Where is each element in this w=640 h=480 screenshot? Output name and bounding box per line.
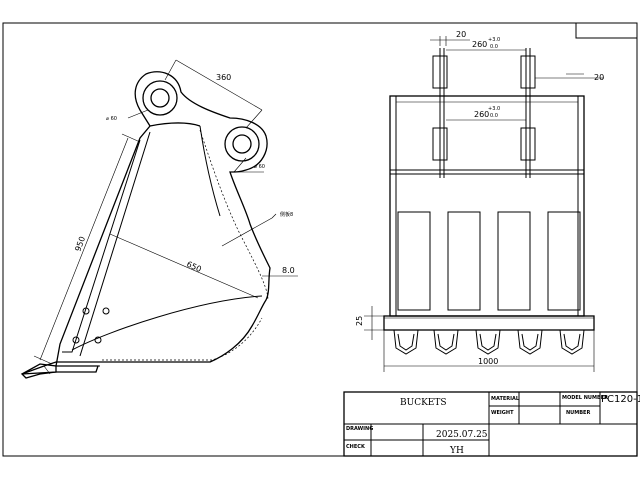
dim-upper-pin-dia: ⌀ 60 — [106, 109, 149, 122]
dim-overall-width: 1000 — [383, 330, 595, 372]
side-plate-note-text: 侧板8 — [280, 211, 293, 218]
dim-ear-lower-width-text: 260 — [474, 110, 489, 119]
dim-side-thickness: 8.0 — [262, 266, 298, 277]
dim-ear-lower-width: 260 +3.0 0.0 — [446, 106, 526, 121]
dim-edge-height: 25 — [355, 306, 384, 340]
dim-ear-right-thickness: 20 — [535, 73, 604, 82]
dim-ear-top-tol-lower: 0.0 — [490, 44, 498, 50]
dim-pin-spacing: 360 — [164, 59, 263, 129]
dim-depth-text: 650 — [185, 260, 203, 274]
front-right-ear — [520, 48, 536, 178]
upper-pin-boss — [142, 80, 178, 116]
bucket-side-outline — [20, 71, 271, 379]
dim-ear-top-gap-text: 20 — [456, 30, 466, 39]
front-teeth — [393, 329, 585, 355]
title-block-weight-label: WEIGHT — [491, 410, 514, 416]
dim-height-text: 950 — [73, 235, 87, 252]
dim-ear-lower-tol-upper: +3.0 — [488, 106, 500, 112]
dim-lower-pin-dia-text: ⌀ 60 — [254, 164, 265, 170]
front-openings — [397, 211, 581, 311]
title-block-model-value: PC120-1 — [601, 394, 640, 405]
dim-pin-spacing-text: 360 — [216, 73, 231, 82]
title-block-date: 2025.07.25 — [436, 430, 488, 440]
front-cutting-edge — [383, 315, 595, 331]
dim-side-thickness-text: 8.0 — [282, 266, 295, 275]
dim-ear-top-width: 260 +3.0 0.0 — [446, 37, 526, 51]
lower-pin-hole — [232, 134, 252, 154]
front-left-ear — [432, 48, 448, 178]
dim-overall-width-text: 1000 — [478, 357, 498, 366]
lower-pin-boss — [224, 126, 260, 162]
title-block-model-label: MODEL NUMBER — [562, 395, 608, 401]
title-block-product-name: BUCKETS — [400, 398, 447, 408]
bucket-front-body — [389, 95, 585, 317]
title-block: BUCKETS MATERIAL MODEL NUMBER PC120-1 WE… — [343, 391, 640, 457]
dim-edge-height-text: 25 — [355, 316, 364, 326]
dim-ear-top-gap: 20 — [430, 30, 470, 46]
front-view: 20 260 +3.0 0.0 20 260 +3.0 0.0 25 — [355, 30, 604, 372]
title-block-drawing-label: DRAWING — [346, 426, 373, 432]
dim-height: 950 — [33, 133, 141, 365]
dim-ear-lower-tol-lower: 0.0 — [490, 113, 498, 119]
side-plate-note: 侧板8 — [221, 211, 293, 247]
dim-depth: 650 — [109, 233, 259, 299]
dim-ear-top-tol-upper: +3.0 — [488, 37, 500, 43]
title-block-material-label: MATERIAL — [491, 396, 520, 402]
dim-upper-pin-dia-text: ⌀ 60 — [106, 116, 117, 122]
title-block-check-label: CHECK — [346, 444, 366, 450]
title-block-number-label: NUMBER — [566, 410, 590, 416]
back-plate — [62, 139, 141, 353]
side-view: 360 ⌀ 60 ⌀ 60 950 650 8.0 — [20, 59, 298, 379]
sheet-frame — [2, 22, 638, 457]
side-tooth — [21, 363, 57, 375]
title-block-drafter: YH — [449, 446, 464, 456]
side-bolt-holes — [72, 307, 110, 344]
dim-ear-top-width-text: 260 — [472, 40, 487, 49]
dim-ear-right-thickness-text: 20 — [594, 73, 604, 82]
upper-pin-hole — [150, 88, 170, 108]
dim-lower-pin-dia: ⌀ 60 — [233, 157, 265, 173]
